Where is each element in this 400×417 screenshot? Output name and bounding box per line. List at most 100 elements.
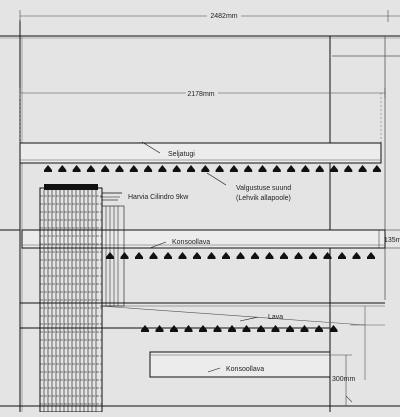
lamp-icon bbox=[207, 252, 216, 257]
lamp-icon bbox=[229, 165, 238, 170]
lamp-base bbox=[287, 170, 296, 172]
lamp-icon bbox=[352, 252, 361, 257]
annotation-lava: Lava bbox=[239, 314, 283, 322]
lamp-base bbox=[286, 330, 294, 332]
lamp-base bbox=[155, 330, 164, 332]
lamp-icon bbox=[86, 165, 95, 170]
lamp-base bbox=[323, 257, 332, 259]
lamp-base bbox=[265, 257, 274, 259]
lamp-base bbox=[201, 170, 210, 172]
lamp-base bbox=[329, 330, 338, 332]
lamp-icon bbox=[323, 252, 332, 257]
annotation-konsoollava-top: Konsoollava bbox=[149, 239, 210, 249]
lamp-icon bbox=[280, 252, 288, 257]
lamp-base bbox=[257, 330, 265, 332]
label-valgustus-line1: Valgustuse suund bbox=[236, 185, 291, 192]
dimension-bottom-height-label: 300mm bbox=[332, 376, 356, 383]
lamp-base bbox=[115, 170, 124, 172]
lamp-base bbox=[178, 257, 187, 259]
lamp-icon bbox=[329, 325, 338, 330]
lamp-base bbox=[172, 170, 181, 172]
lamp-base bbox=[258, 170, 267, 172]
lamp-icon bbox=[115, 165, 124, 170]
lamp-icon bbox=[236, 252, 245, 257]
lamp-base bbox=[271, 330, 280, 332]
lamp-icon bbox=[251, 252, 259, 257]
lamp-base bbox=[184, 330, 193, 332]
lamp-base bbox=[193, 257, 201, 259]
lamp-base bbox=[280, 257, 288, 259]
lamp-base bbox=[164, 257, 172, 259]
lamp-base bbox=[352, 257, 361, 259]
lamp-base bbox=[213, 330, 222, 332]
lamp-base bbox=[300, 330, 309, 332]
lamp-icon bbox=[149, 252, 158, 257]
backrest-board bbox=[19, 142, 382, 164]
label-lava: Lava bbox=[268, 314, 283, 321]
lamp-base bbox=[215, 170, 224, 172]
lamp-icon bbox=[178, 252, 187, 257]
lamp-icon bbox=[222, 252, 230, 257]
lamp-base bbox=[158, 170, 167, 172]
lamp-base bbox=[58, 170, 67, 172]
lamp-base bbox=[358, 170, 367, 172]
lamp-icon bbox=[193, 252, 201, 257]
lamp-row-top bbox=[44, 165, 381, 172]
lamp-icon bbox=[315, 165, 324, 170]
lamp-base bbox=[344, 170, 353, 172]
lamp-base bbox=[315, 170, 324, 172]
lamp-base bbox=[101, 170, 110, 172]
lamp-icon bbox=[244, 165, 253, 170]
lamp-base bbox=[149, 257, 158, 259]
lamp-icon bbox=[201, 165, 210, 170]
console-bench-bottom bbox=[149, 351, 331, 378]
lamp-icon bbox=[129, 165, 138, 170]
lamp-icon bbox=[265, 252, 274, 257]
lamp-base bbox=[141, 330, 149, 332]
lamp-icon bbox=[258, 165, 267, 170]
lamp-icon bbox=[135, 252, 143, 257]
lamp-base bbox=[367, 257, 375, 259]
dimension-right-height: 135mm bbox=[378, 229, 400, 249]
lamp-base bbox=[244, 170, 253, 172]
label-valgustus-line2: (Lehvik allapoole) bbox=[236, 195, 291, 202]
lamp-base bbox=[72, 170, 81, 172]
lamp-base bbox=[170, 330, 178, 332]
lamp-icon bbox=[338, 252, 346, 257]
lamp-icon bbox=[101, 165, 110, 170]
dimension-inner-width-label: 2178mm bbox=[187, 91, 214, 98]
lamp-icon bbox=[72, 165, 81, 170]
lamp-icon bbox=[215, 165, 224, 170]
label-seljatugi: Seljatugi bbox=[168, 151, 195, 158]
lamp-icon bbox=[358, 165, 367, 170]
lamp-base bbox=[222, 257, 230, 259]
lamp-icon bbox=[272, 165, 281, 170]
lamp-base bbox=[338, 257, 346, 259]
heater-stone-rows bbox=[40, 195, 102, 405]
lamp-icon bbox=[187, 165, 195, 170]
label-konsoollava-top: Konsoollava bbox=[172, 239, 210, 246]
annotation-valgustus: Valgustuse suund (Lehvik allapoole) bbox=[206, 172, 291, 202]
lamp-base bbox=[207, 257, 216, 259]
lamp-icon bbox=[144, 165, 153, 170]
lamp-base bbox=[120, 257, 129, 259]
annotation-seljatugi: Seljatugi bbox=[141, 141, 195, 158]
lamp-base bbox=[135, 257, 143, 259]
lamp-icon bbox=[367, 252, 375, 257]
lamp-base bbox=[187, 170, 195, 172]
lamp-base bbox=[44, 170, 52, 172]
label-konsoollava-bottom: Konsoollava bbox=[226, 366, 264, 373]
lamp-icon bbox=[120, 252, 129, 257]
heater-vertical-rods bbox=[43, 190, 97, 412]
lamp-row-middle bbox=[106, 252, 375, 259]
lamp-base bbox=[129, 170, 138, 172]
dimension-bottom-height: 300mm bbox=[330, 354, 356, 406]
platform-bench bbox=[19, 302, 385, 380]
lamp-icon bbox=[309, 252, 317, 257]
lamp-icon bbox=[164, 252, 172, 257]
lamp-icon bbox=[44, 165, 52, 170]
lamp-base bbox=[301, 170, 310, 172]
frame-lines bbox=[0, 20, 400, 412]
lamp-base bbox=[86, 170, 95, 172]
